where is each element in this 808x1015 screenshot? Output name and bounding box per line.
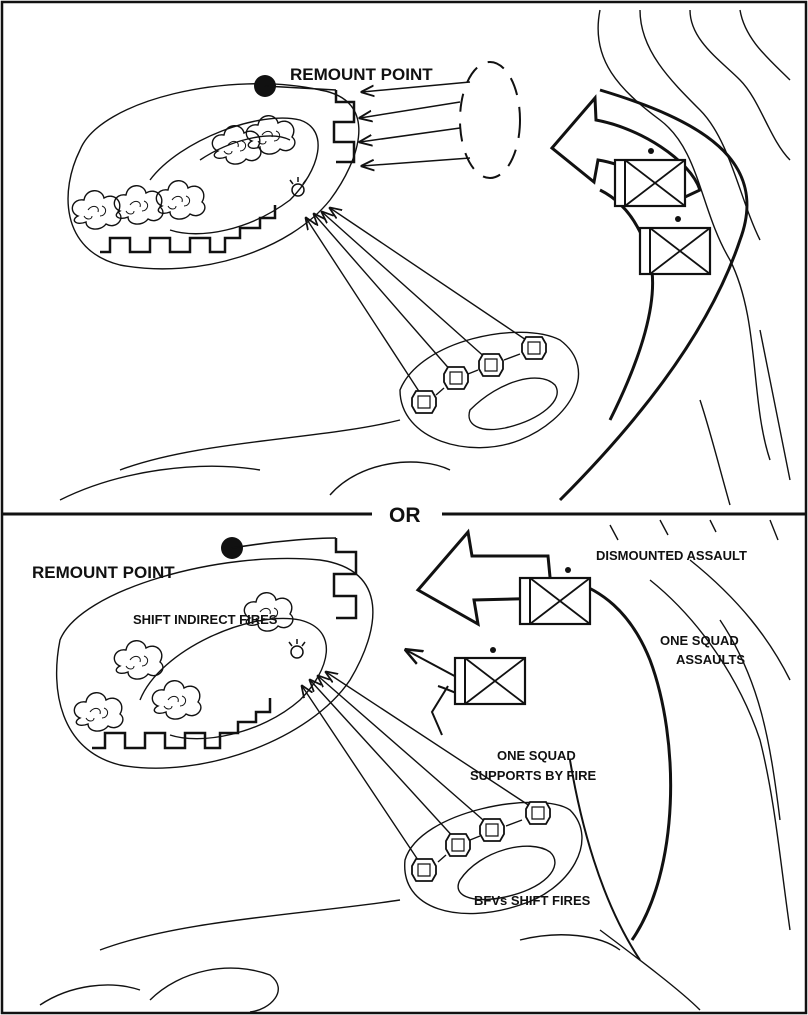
top-bfv-position-contours: [59, 331, 580, 501]
one-squad-supports-label-line1: ONE SQUAD: [497, 748, 576, 763]
shift-indirect-fires-label: SHIFT INDIRECT FIRES: [133, 612, 278, 627]
bottom-tree-icon-1: [73, 692, 124, 732]
top-squad-symbol-1: [613, 158, 687, 208]
top-assault-route-1: [558, 88, 749, 502]
top-tree-icon-3: [155, 180, 206, 220]
top-trench-vertical: [332, 90, 356, 164]
top-tree-icon-2: [113, 185, 164, 225]
one-squad-assaults-label-line2: ASSAULTS: [676, 652, 745, 667]
top-bfv-icon-3: [478, 353, 504, 377]
bottom-support-squad-symbol: [453, 656, 527, 706]
top-terrain-contours-right: [597, 9, 791, 506]
bottom-trench-line: [92, 698, 272, 750]
top-squad-symbol-2: [638, 226, 712, 276]
top-squad-dot-1: [648, 148, 654, 154]
one-squad-supports-label-line2: SUPPORTS BY FIRE: [470, 768, 597, 783]
bottom-bfv-fire-arrows: [302, 672, 537, 867]
bottom-remount-line: [231, 537, 337, 549]
bottom-tree-icon-3: [151, 680, 202, 720]
bottom-tree-icon-2: [113, 640, 164, 680]
bottom-bfv-position-contours: [39, 801, 621, 1013]
bottom-panel: REMOUNT POINT SHIFT INDIRECT FIRES: [32, 519, 791, 1013]
top-bfv-icon-4: [521, 336, 547, 360]
top-squad-dot-2: [675, 216, 681, 222]
bottom-assault-route-2: [569, 759, 641, 961]
top-bfv-link-dashes: [435, 353, 521, 396]
bottom-assault-squad-dot: [565, 567, 571, 573]
top-bfv-fire-arrows: [306, 208, 533, 397]
dismounted-assault-label: DISMOUNTED ASSAULT: [596, 548, 747, 563]
top-support-position-ellipse: [459, 61, 521, 179]
bottom-trench-vertical: [332, 538, 358, 620]
top-bfv-icon-2: [443, 366, 469, 390]
top-remount-point-label: REMOUNT POINT: [290, 65, 433, 84]
bottom-assault-squad-symbol: [518, 576, 592, 626]
separator-or-label: OR: [389, 504, 421, 527]
bottom-bfv-icon-3: [479, 818, 505, 842]
top-assault-route-2: [599, 188, 655, 421]
top-panel: REMOUNT POINT: [59, 9, 791, 506]
bottom-bfv-icon-4: [525, 801, 551, 825]
top-bfv-icon-1: [411, 390, 437, 414]
one-squad-assaults-label-line1: ONE SQUAD: [660, 633, 739, 648]
bottom-remount-point-label: REMOUNT POINT: [32, 563, 175, 582]
bottom-bfv-icon-2: [445, 833, 471, 857]
top-fire-arrows-from-ellipse: [360, 81, 471, 166]
top-tree-icon-1: [71, 190, 122, 230]
bottom-assault-route: [569, 578, 673, 941]
top-trench-line: [100, 205, 277, 254]
bfv-shift-fires-label: BFVs SHIFT FIRES: [474, 893, 591, 908]
bottom-terrain-contours-right: [599, 519, 791, 1011]
top-remount-line: [264, 85, 337, 91]
bottom-bfv-icon-1: [411, 858, 437, 882]
bottom-observation-post-icon: [288, 639, 306, 659]
bottom-bfv-link-dashes: [437, 819, 523, 863]
top-objective-contours: [67, 83, 360, 270]
bottom-support-squad-dot: [490, 647, 496, 653]
top-observation-post-icon: [289, 177, 307, 197]
